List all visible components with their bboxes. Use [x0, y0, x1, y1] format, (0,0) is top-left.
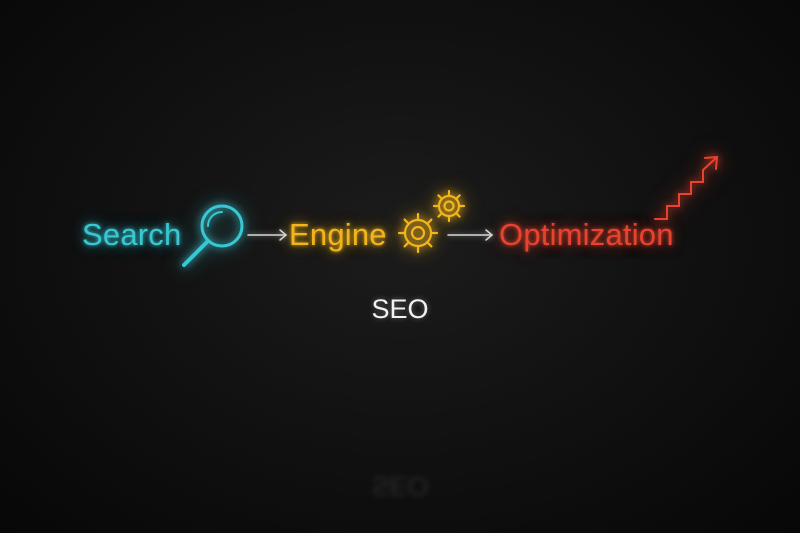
arrow-right-icon: [247, 229, 288, 241]
gears-icon: [397, 189, 466, 254]
word-search: Search: [82, 217, 182, 252]
arrow-right-icon: [447, 229, 494, 241]
acronym-reflection: SEO: [371, 471, 429, 501]
rising-arrow-icon: [654, 155, 719, 220]
acronym-label: SEO: [371, 294, 429, 324]
word-optimization: Optimization: [499, 217, 674, 252]
magnifying-glass-icon: [182, 204, 244, 267]
word-engine: Engine: [289, 217, 387, 252]
